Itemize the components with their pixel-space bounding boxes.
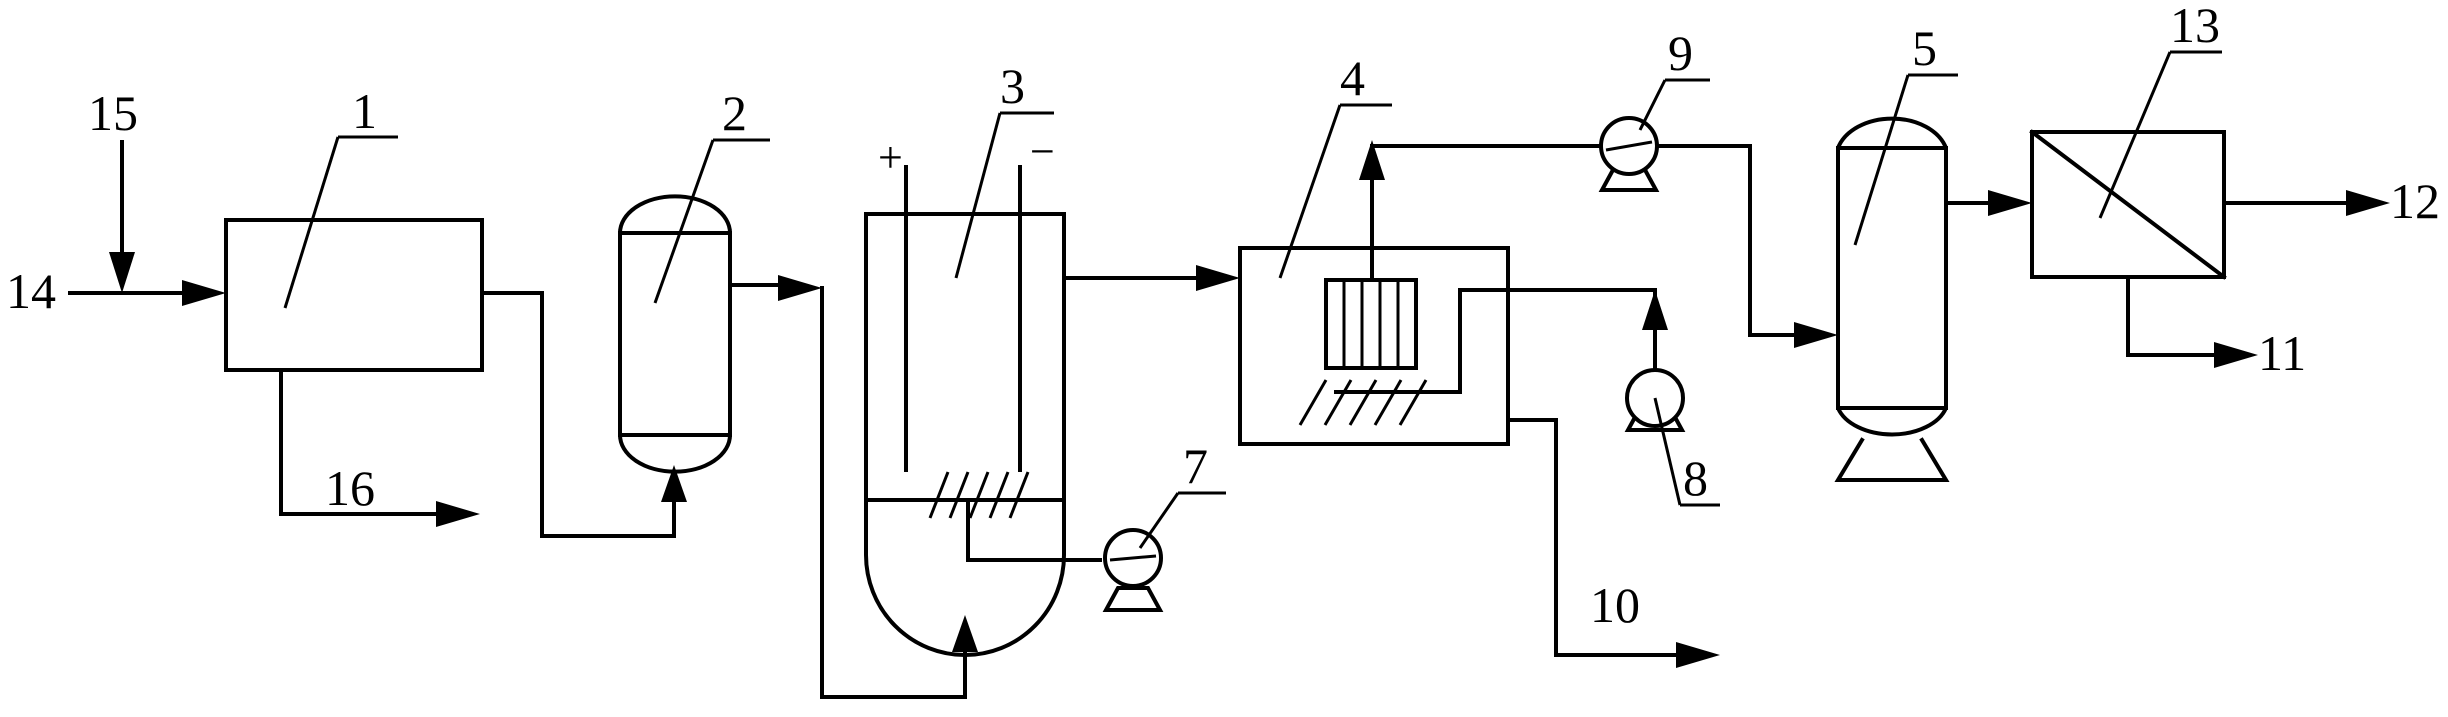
pump-8: 8 <box>1624 290 1720 507</box>
stream-1-to-2 <box>480 291 687 538</box>
label-8: 8 <box>1683 450 1708 506</box>
leader-1 <box>283 136 340 309</box>
label-14: 14 <box>6 263 56 319</box>
unit-5-column: 5 <box>1834 20 1958 482</box>
label-1: 1 <box>352 83 377 139</box>
label-7: 7 <box>1183 438 1208 494</box>
stream-12: 12 <box>2222 173 2440 229</box>
stream-14: 14 <box>6 263 226 319</box>
stream-3-to-4 <box>1062 265 1240 291</box>
pump-7: 7 <box>966 438 1226 612</box>
label-2: 2 <box>722 85 747 141</box>
pump-9: 9 <box>1598 25 1710 192</box>
label-13: 13 <box>2170 0 2220 53</box>
stream-16: 16 <box>279 368 480 527</box>
stream-15: 15 <box>88 85 138 293</box>
unit-2-vessel: 2 <box>618 85 770 474</box>
unit-1-tank: 1 <box>224 83 484 372</box>
label-16: 16 <box>325 460 375 516</box>
label-5: 5 <box>1912 20 1937 76</box>
label-12: 12 <box>2390 173 2440 229</box>
stream-2-to-3 <box>728 275 978 699</box>
unit-4-reactor: 4 <box>1238 50 1657 446</box>
unit-13-membrane: 13 <box>2029 0 2227 280</box>
unit-3-electrolytic-cell: + − 3 <box>864 58 1066 657</box>
stream-11: 11 <box>2126 275 2306 381</box>
stream-5-to-13 <box>1944 190 2032 216</box>
label-3: 3 <box>1000 58 1025 114</box>
stream-4-to-5 <box>1359 140 1838 348</box>
label-15: 15 <box>88 85 138 141</box>
label-10: 10 <box>1590 577 1640 633</box>
label-9: 9 <box>1668 25 1693 81</box>
label-4: 4 <box>1340 50 1365 106</box>
minus-sign: − <box>1030 127 1055 176</box>
stream-10: 10 <box>1506 418 1720 668</box>
plus-sign: + <box>878 133 903 182</box>
label-11: 11 <box>2258 325 2306 381</box>
